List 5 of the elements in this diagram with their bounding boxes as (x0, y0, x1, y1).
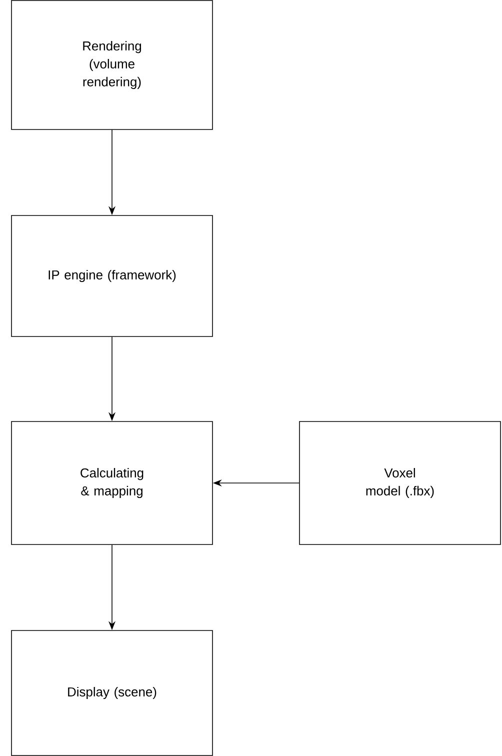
process-box: Display (scene) (11, 630, 213, 756)
process-box: IP engine (framework) (11, 215, 213, 337)
process-box: Rendering (volume rendering) (11, 0, 213, 130)
process-box: Voxel model (.fbx) (299, 421, 501, 545)
process-box: Calculating & mapping (11, 421, 213, 545)
